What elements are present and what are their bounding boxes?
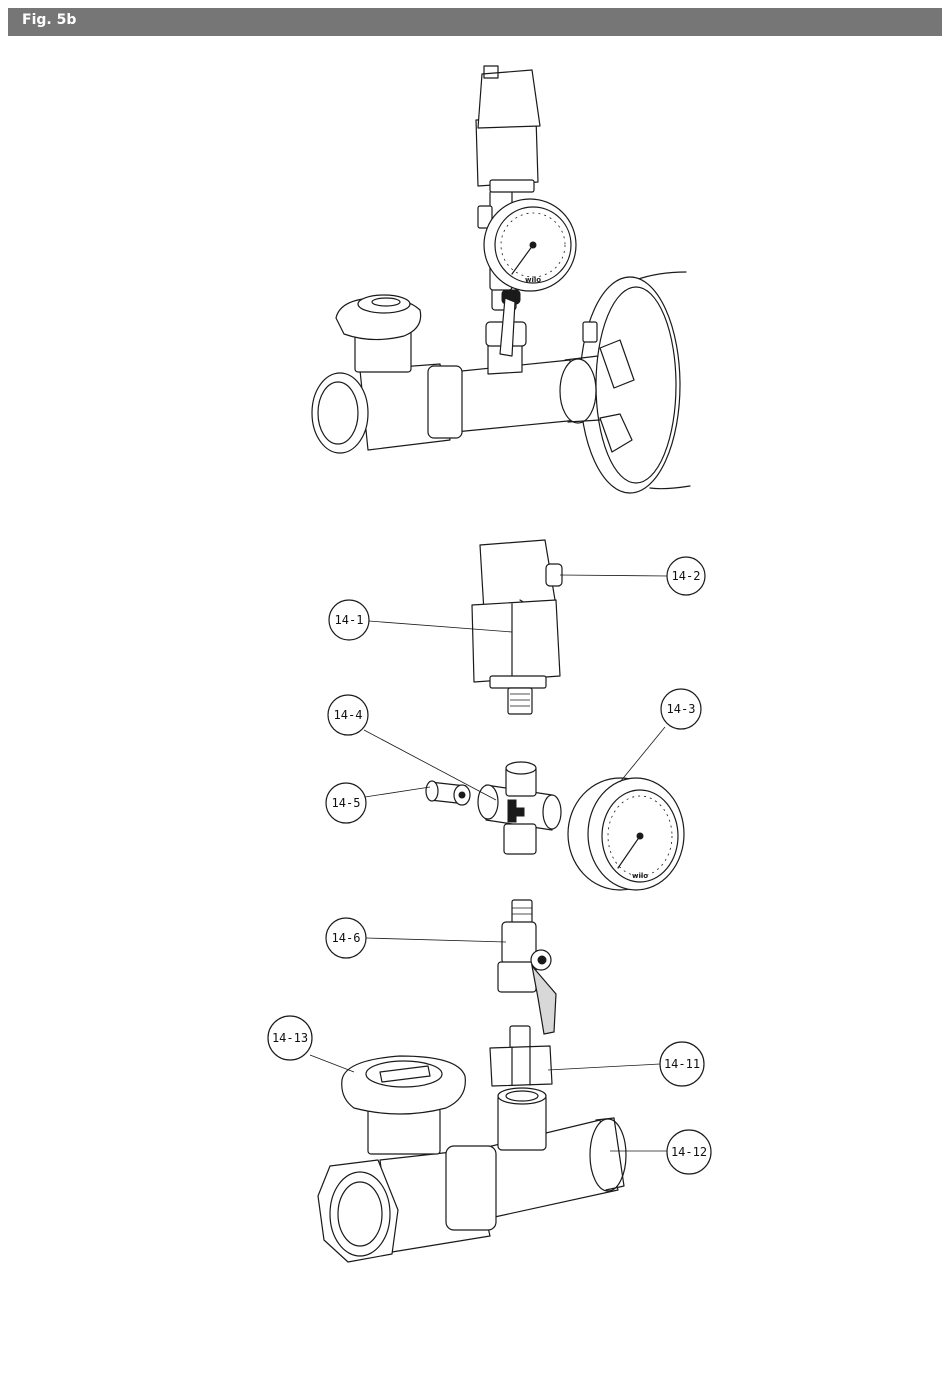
callout-14-4: 14-4 <box>328 695 368 735</box>
plug-part <box>426 781 470 805</box>
assembled-view: wilo <box>312 66 690 493</box>
callout-14-1: 14-1 <box>329 600 369 640</box>
assembled-upper-parts: wilo <box>476 66 576 356</box>
pressure-gauge-part: wilo <box>568 778 684 890</box>
callout-label: 14-12 <box>671 1145 707 1159</box>
callout-label: 14-2 <box>672 569 701 583</box>
callout-label: 14-1 <box>335 613 364 627</box>
assembled-pipe <box>452 322 600 432</box>
tank-end <box>580 272 690 493</box>
callout-14-13: 14-13 <box>268 1016 312 1060</box>
adapter-part <box>490 1026 552 1086</box>
callout-14-5: 14-5 <box>326 783 366 823</box>
callout-label: 14-13 <box>272 1031 308 1045</box>
callout-14-11: 14-11 <box>660 1042 704 1086</box>
callout-14-2: 14-2 <box>667 557 705 595</box>
assembled-gauge-brand: wilo <box>525 276 541 284</box>
valve-and-pipe-part <box>318 1056 626 1262</box>
callout-14-3: 14-3 <box>661 689 701 729</box>
callout-label: 14-5 <box>332 796 361 810</box>
pressure-switch-part <box>472 540 562 714</box>
exploded-gauge-brand: wilo <box>632 872 648 880</box>
callout-label: 14-4 <box>334 708 363 722</box>
callout-14-6: 14-6 <box>326 918 366 958</box>
assembled-ball-valve <box>312 295 462 453</box>
tee-piece-part <box>478 762 561 854</box>
callout-label: 14-11 <box>664 1057 700 1071</box>
exploded-view: wilo <box>310 540 684 1262</box>
callout-label: 14-6 <box>332 931 361 945</box>
callout-label: 14-3 <box>667 702 696 716</box>
mini-ball-valve-part <box>498 900 556 1034</box>
callout-14-12: 14-12 <box>667 1130 711 1174</box>
